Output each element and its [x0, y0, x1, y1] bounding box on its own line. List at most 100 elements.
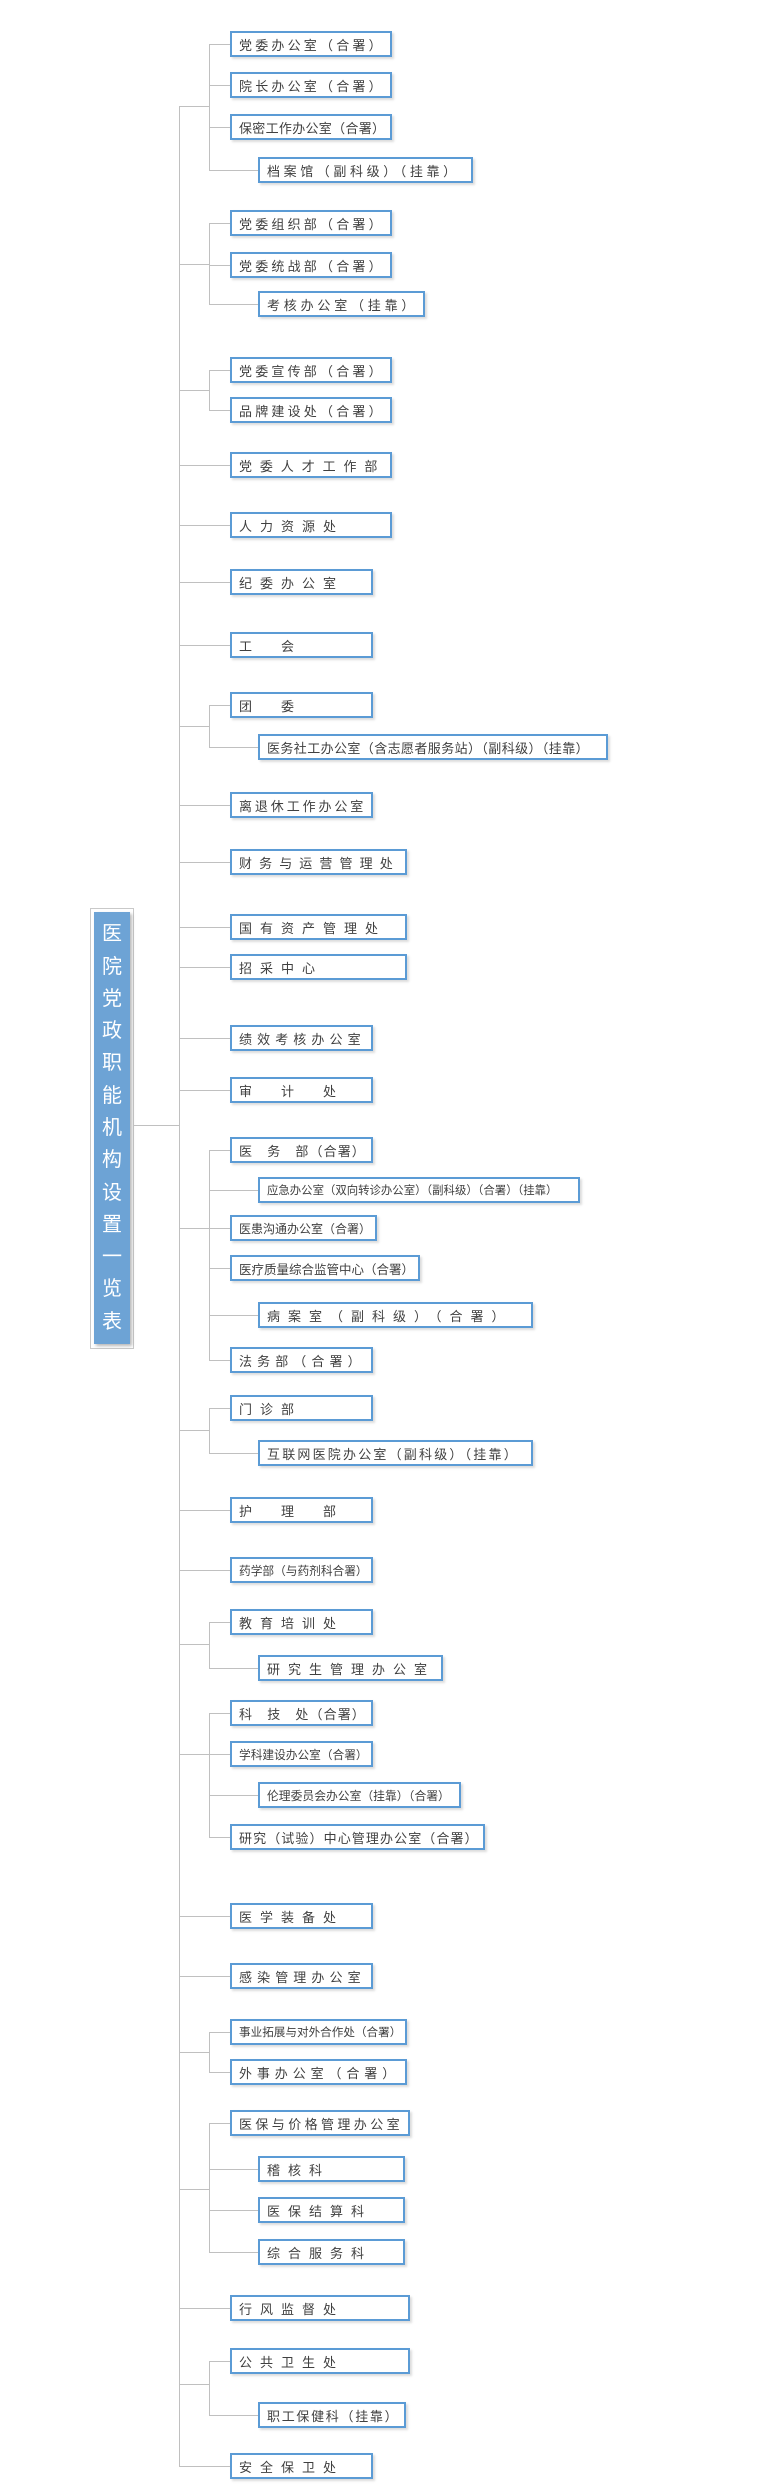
connector-line — [209, 1360, 230, 1361]
org-node: 应急办公室（双向转诊办公室）（副科级）（合署）（挂靠） — [258, 1177, 580, 1203]
connector-line — [179, 1570, 230, 1571]
org-node: 科 技 处（合署） — [230, 1700, 373, 1726]
connector-line — [209, 2032, 230, 2033]
org-node: 招采中心 — [230, 954, 407, 980]
connector-line — [179, 1430, 209, 1431]
connector-line — [179, 2308, 230, 2309]
connector-line — [209, 370, 210, 410]
org-node: 伦理委员会办公室（挂靠）（合署） — [258, 1782, 461, 1808]
org-node: 学科建设办公室（合署） — [230, 1741, 373, 1767]
root-node-frame: 医院党政职能机构设置一览表 — [90, 908, 134, 1349]
connector-line — [209, 2123, 230, 2124]
org-node: 党委办公室（合署） — [230, 31, 392, 57]
root-title-char: 能 — [102, 1084, 122, 1107]
root-title-char: 表 — [102, 1310, 122, 1333]
root-title-char: 一 — [102, 1246, 122, 1269]
org-node: 互联网医院办公室（副科级）（挂靠） — [258, 1440, 533, 1466]
connector-line — [209, 1837, 230, 1838]
connector-line — [179, 1754, 209, 1755]
connector-line — [134, 1125, 179, 1126]
connector-line — [209, 265, 230, 266]
connector-line — [209, 2415, 258, 2416]
connector-line — [209, 1228, 230, 1229]
connector-line — [209, 85, 230, 86]
org-node: 院长办公室（合署） — [230, 72, 392, 98]
org-node: 外事办公室（合署） — [230, 2059, 407, 2085]
connector-line — [179, 264, 209, 265]
connector-line — [179, 525, 230, 526]
connector-line — [179, 1090, 230, 1091]
connector-line — [209, 1622, 210, 1668]
org-node: 医患沟通办公室（合署） — [230, 1215, 377, 1241]
root-title-char: 构 — [102, 1149, 122, 1172]
connector-line — [209, 370, 230, 371]
root-title-char: 医 — [102, 923, 122, 946]
connector-line — [209, 170, 258, 171]
connector-line — [209, 1453, 258, 1454]
connector-line — [209, 1668, 258, 1669]
connector-line — [209, 2032, 210, 2072]
org-node: 绩效考核办公室 — [230, 1025, 373, 1051]
connector-line — [209, 44, 210, 170]
connector-line — [209, 127, 230, 128]
root-title-char: 院 — [102, 955, 122, 978]
connector-line — [209, 223, 230, 224]
root-title-char: 设 — [102, 1181, 122, 1204]
connector-line — [179, 2052, 209, 2053]
org-node: 门诊部 — [230, 1395, 373, 1421]
root-title-char: 党 — [102, 987, 122, 1010]
root-title-char: 机 — [102, 1116, 122, 1139]
connector-line — [209, 44, 230, 45]
connector-line — [179, 582, 230, 583]
org-node: 安全保卫处 — [230, 2453, 373, 2479]
connector-line — [209, 2252, 258, 2253]
connector-line — [209, 1408, 230, 1409]
org-node: 研究生管理办公室 — [258, 1655, 443, 1681]
connector-line — [209, 1150, 210, 1360]
connector-line — [179, 862, 230, 863]
root-node: 医院党政职能机构设置一览表 — [94, 912, 130, 1344]
org-node: 研究（试验）中心管理办公室（合署） — [230, 1824, 485, 1850]
connector-line — [179, 1510, 230, 1511]
connector-line — [209, 1713, 230, 1714]
root-title-char: 政 — [102, 1020, 122, 1043]
org-node: 党委组织部（合署） — [230, 210, 392, 236]
org-node: 离退休工作办公室 — [230, 792, 373, 818]
connector-line — [179, 1228, 209, 1229]
connector-line — [179, 967, 230, 968]
connector-line — [179, 726, 209, 727]
org-node: 事业拓展与对外合作处（合署） — [230, 2019, 407, 2045]
org-node: 医保结算科 — [258, 2197, 405, 2223]
connector-line — [209, 1622, 230, 1623]
connector-line — [179, 805, 230, 806]
org-node: 党委统战部（合署） — [230, 252, 392, 278]
connector-line — [179, 390, 209, 391]
connector-line — [179, 645, 230, 646]
org-node: 公共卫生处 — [230, 2348, 410, 2374]
connector-line — [179, 1976, 230, 1977]
org-node: 稽核科 — [258, 2156, 405, 2182]
root-title-char: 职 — [102, 1052, 122, 1075]
org-node: 综合服务科 — [258, 2239, 405, 2265]
org-node: 行风监督处 — [230, 2295, 410, 2321]
org-node: 保密工作办公室（合署） — [230, 114, 392, 140]
org-node: 职工保健科（挂靠） — [258, 2402, 406, 2428]
org-node: 考核办公室（挂靠） — [258, 291, 425, 317]
connector-line — [179, 1644, 209, 1645]
connector-line — [179, 2384, 209, 2385]
connector-line — [209, 1150, 230, 1151]
connector-line — [209, 2072, 230, 2073]
connector-line — [209, 747, 258, 748]
org-node: 党委人才工作部 — [230, 452, 392, 478]
org-node: 护 理 部 — [230, 1497, 373, 1523]
org-node: 档案馆（副科级）（挂靠） — [258, 157, 473, 183]
org-node: 财务与运营管理处 — [230, 849, 407, 875]
connector-line — [179, 2466, 230, 2467]
connector-line — [209, 1754, 230, 1755]
root-title-char: 览 — [102, 1278, 122, 1301]
connector-line — [179, 465, 230, 466]
org-node: 病案室（副科级）（合署） — [258, 1302, 533, 1328]
connector-line — [209, 2361, 210, 2415]
connector-line — [179, 927, 230, 928]
